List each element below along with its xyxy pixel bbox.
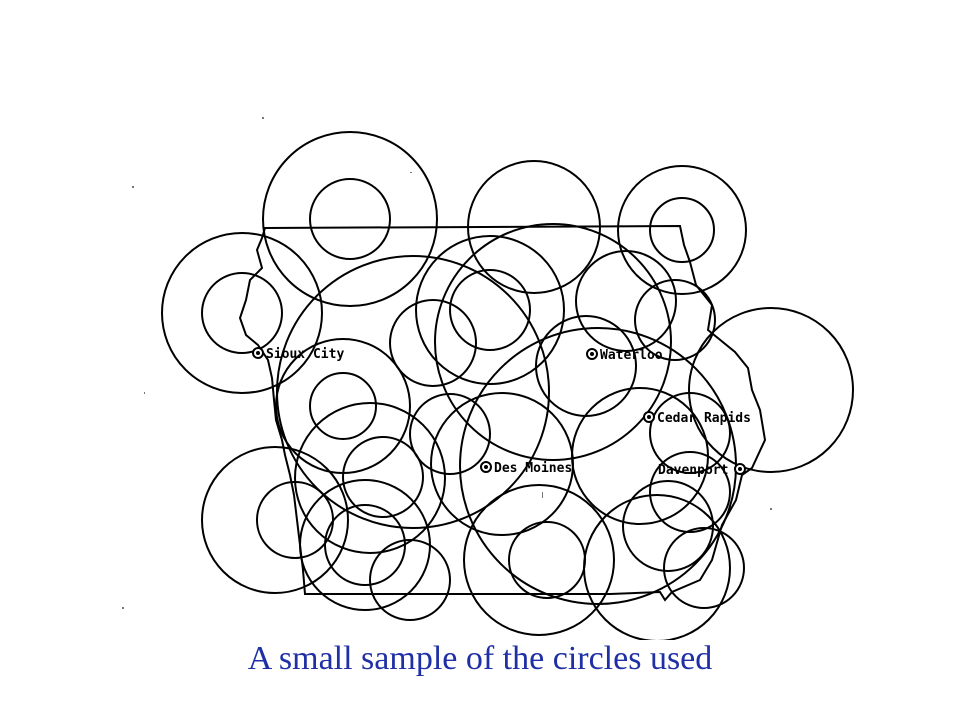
circle [617,165,747,295]
city-marker-des-moines: Des Moines [480,461,572,476]
scan-specks [122,117,772,609]
city-marker-davenport: Davenport [658,463,746,478]
speck [770,508,772,510]
circle [309,372,377,440]
circle [463,484,615,636]
circle [508,521,586,599]
circle [342,436,424,518]
city-dot-center-icon [738,467,742,471]
city-dot-center-icon [256,351,260,355]
city-label-cedar-rapids: Cedar Rapids [657,411,751,426]
circle [575,250,677,352]
city-label-davenport: Davenport [658,463,728,478]
circle [649,451,731,533]
speck [132,186,134,188]
speck [542,492,543,498]
circle [415,235,565,385]
circle [299,479,431,611]
city-marker-waterloo: Waterloo [586,348,663,363]
circle [583,494,731,640]
slide-caption: A small sample of the circles used [247,640,713,677]
city-dot-center-icon [590,352,594,356]
speck [410,172,412,173]
city-marker-sioux-city: Sioux City [252,347,344,362]
circle [161,232,323,394]
circle [256,481,334,559]
circle [309,178,391,260]
circle [467,160,601,294]
speck [262,117,264,119]
city-label-sioux-city: Sioux City [266,347,344,362]
circle [369,539,451,621]
city-dot-center-icon [647,415,651,419]
circle [634,279,716,361]
circle [649,197,715,263]
circle [276,255,550,529]
circle [649,392,731,474]
circle [324,504,406,586]
city-dot-center-icon [484,465,488,469]
speck [144,392,145,394]
city-label-des-moines: Des Moines [494,461,572,476]
city-label-waterloo: Waterloo [600,348,663,363]
circle [571,387,709,525]
circle [262,131,438,307]
circle [389,299,477,387]
circle [449,269,531,351]
circle [294,402,446,554]
state-outline [238,224,767,602]
circle [409,393,491,475]
circle [663,527,745,609]
circle [622,480,714,572]
circle [688,307,854,473]
circle-sample [161,131,854,640]
city-marker-cedar-rapids: Cedar Rapids [643,411,751,426]
city-markers: Sioux City Waterloo Cedar Rapids Des Moi… [252,347,751,478]
circle [201,446,349,594]
iowa-map: Sioux City Waterloo Cedar Rapids Des Moi… [122,117,854,640]
circle [201,272,283,354]
speck [122,607,124,609]
circle [434,223,672,461]
